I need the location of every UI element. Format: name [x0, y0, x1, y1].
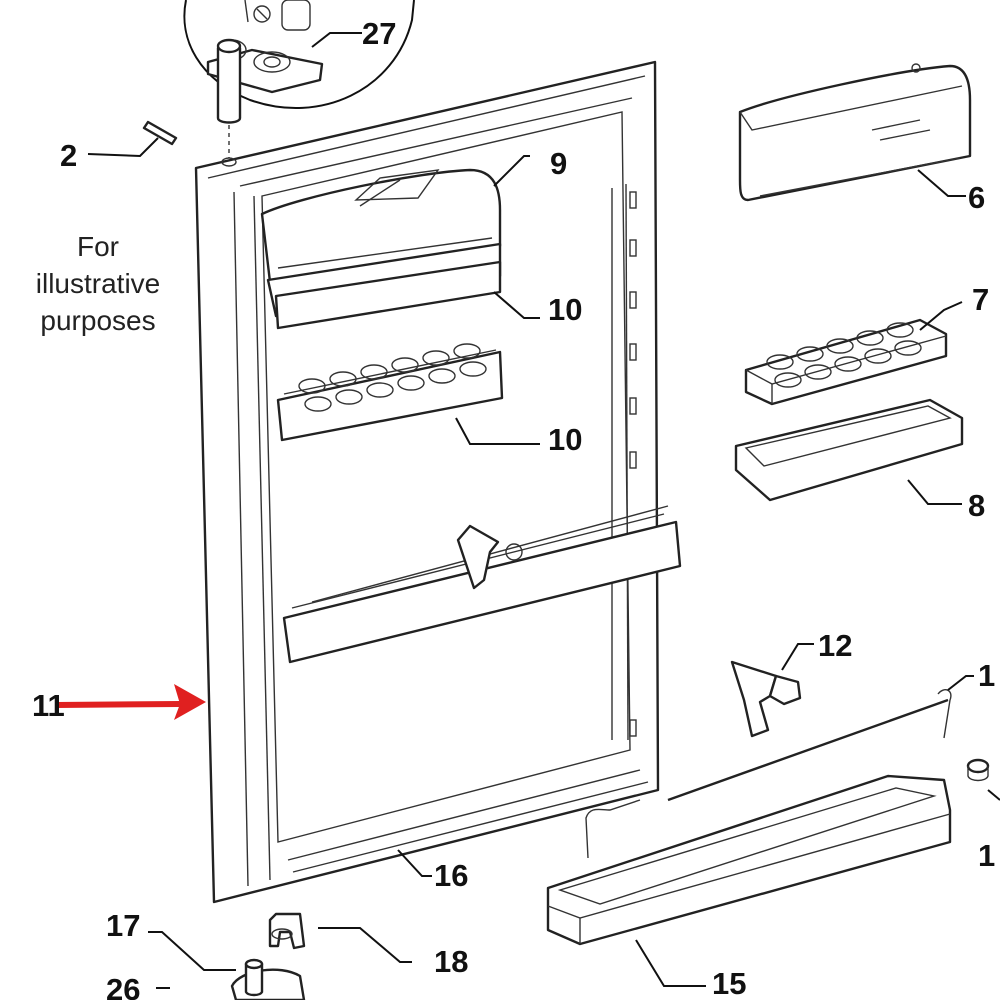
part-6-bin: [738, 63, 972, 202]
part-10-egg-shelf: [276, 343, 540, 445]
egg-cup: [304, 396, 332, 412]
label-6: 6: [968, 180, 985, 215]
egg-cup: [329, 371, 357, 387]
label-12: 12: [818, 628, 852, 663]
label-2: 2: [60, 138, 77, 173]
egg-cup: [366, 382, 394, 398]
egg-cup: [335, 389, 363, 405]
egg-cup: [360, 364, 388, 380]
part-8-bin: [734, 398, 964, 505]
egg-cup: [774, 372, 802, 388]
part-labels: 27 2 9 6 10 7 10 8 12 1 11 1 16 17 18 26…: [32, 16, 995, 1000]
egg-cup: [391, 357, 419, 373]
egg-cup: [453, 343, 481, 359]
egg-cup: [826, 338, 854, 354]
label-18: 18: [434, 944, 468, 979]
label-17: 17: [106, 908, 140, 943]
egg-cup: [886, 322, 914, 338]
egg-cup: [422, 350, 450, 366]
part-10-shelf-upper: [274, 260, 540, 330]
egg-cup: [459, 361, 487, 377]
label-15: 15: [712, 966, 746, 1000]
egg-cup: [894, 340, 922, 356]
pointer-arrow-11: [55, 684, 206, 720]
label-1-upper: 1: [978, 658, 995, 693]
lower-hinge-parts: [148, 912, 412, 1000]
part-7-egg-tray: [744, 301, 963, 406]
leader-16: [397, 849, 432, 877]
label-7: 7: [972, 282, 989, 317]
label-26: 26: [106, 972, 140, 1000]
egg-cup: [428, 368, 456, 384]
part-2-pin: [87, 120, 178, 158]
hinge-detail-inset: [183, 0, 415, 158]
illustrative-note: For illustrative purposes: [36, 231, 160, 336]
label-8: 8: [968, 488, 985, 523]
label-1-lower: 1: [978, 838, 995, 873]
egg-cup: [397, 375, 425, 391]
part-12-clip: [730, 643, 814, 738]
note-line-2: illustrative: [36, 268, 160, 299]
part-1-bar: [667, 675, 974, 802]
egg-cup: [766, 354, 794, 370]
door-bin-large: [282, 505, 682, 664]
egg-cup: [856, 330, 884, 346]
egg-cup: [864, 348, 892, 364]
egg-cup: [298, 378, 326, 394]
label-10-upper: 10: [548, 292, 582, 327]
part-1-knob: [966, 758, 1000, 801]
egg-cup: [796, 346, 824, 362]
label-16: 16: [434, 858, 468, 893]
part-15-bin: [546, 774, 952, 987]
label-10-lower: 10: [548, 422, 582, 457]
label-9: 9: [550, 146, 567, 181]
label-27: 27: [362, 16, 396, 51]
egg-cup: [834, 356, 862, 372]
note-line-3: purposes: [40, 305, 155, 336]
note-line-1: For: [77, 231, 119, 262]
egg-cup: [804, 364, 832, 380]
label-11: 11: [32, 688, 65, 723]
